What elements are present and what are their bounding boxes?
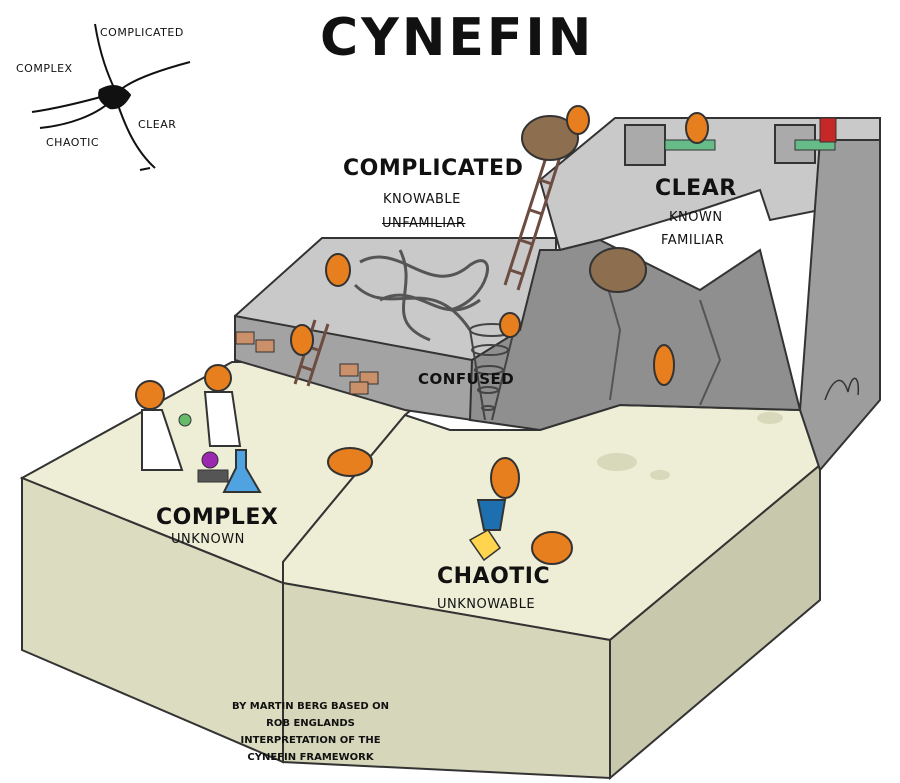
creatures bbox=[135, 105, 709, 565]
sack-top bbox=[521, 115, 579, 161]
chaotic-domain-label: CHAOTIC bbox=[437, 564, 551, 589]
credit-block: BY MARTIN BERG BASED ON ROB ENGLANDS INT… bbox=[232, 698, 389, 766]
page-title: CYNEFIN bbox=[320, 8, 595, 68]
clear-right-wall bbox=[798, 139, 881, 472]
flask-icon bbox=[222, 449, 262, 493]
complicated-domain-label: COMPLICATED bbox=[343, 156, 524, 181]
complex-domain-label: COMPLEX bbox=[156, 505, 279, 530]
credit-line-1: BY MARTIN BERG BASED ON bbox=[232, 701, 390, 712]
credit-line-2: ROB ENGLANDS bbox=[266, 718, 355, 729]
chaotic-crash bbox=[468, 499, 507, 562]
creature-scientist-2-head bbox=[204, 364, 232, 392]
complex-lab bbox=[141, 391, 262, 493]
purple-flask bbox=[201, 451, 219, 469]
artist-signature bbox=[824, 377, 860, 401]
clear-known-label: KNOWN bbox=[669, 210, 723, 225]
clear-plateau bbox=[468, 117, 881, 472]
lab-coat-2 bbox=[203, 391, 242, 447]
sacks bbox=[521, 115, 647, 293]
conveyor-2 bbox=[794, 139, 836, 151]
mini-label-complicated: COMPLICATED bbox=[100, 26, 184, 39]
creature-chaotic-1 bbox=[490, 457, 520, 499]
burner-stand bbox=[197, 469, 229, 483]
credit-line-4: CYNEFIN FRAMEWORK bbox=[247, 752, 374, 763]
machine-1 bbox=[624, 124, 666, 166]
complicated-unfamiliar-label: UNFAMILIAR bbox=[382, 216, 466, 231]
confused-tornado bbox=[469, 323, 515, 421]
conveyor-1 bbox=[664, 139, 716, 151]
mini-label-chaotic: CHAOTIC bbox=[46, 136, 100, 149]
mini-label-clear: CLEAR bbox=[138, 118, 177, 131]
credit-line-3: INTERPRETATION OF THE bbox=[240, 735, 381, 746]
robot-icon bbox=[819, 117, 837, 143]
complex-unknown-label: UNKNOWN bbox=[171, 532, 245, 547]
creature-scientist-1-head bbox=[135, 380, 165, 410]
creature-falling bbox=[653, 344, 675, 386]
floor-right-face bbox=[609, 462, 821, 781]
lab-coat-1 bbox=[141, 409, 184, 471]
sack-falling bbox=[589, 247, 647, 293]
creature-ladder bbox=[290, 324, 314, 356]
mini-label-complex: COMPLEX bbox=[16, 62, 73, 75]
mini-framework-diagram bbox=[31, 23, 191, 171]
confused-domain-label: CONFUSED bbox=[418, 370, 515, 388]
creature-complicated bbox=[325, 253, 351, 287]
complicated-knowable-label: KNOWABLE bbox=[383, 192, 461, 207]
creature-carrier bbox=[566, 105, 590, 135]
creature-tornado bbox=[499, 312, 521, 338]
clear-domain-label: CLEAR bbox=[655, 176, 737, 201]
creature-clear-worker bbox=[685, 112, 709, 144]
chaotic-unknowable-label: UNKNOWABLE bbox=[437, 597, 536, 612]
creature-running bbox=[327, 447, 373, 477]
clear-familiar-label: FAMILIAR bbox=[661, 233, 725, 248]
tangled-lines bbox=[353, 249, 489, 342]
creature-chaotic-2 bbox=[531, 531, 573, 565]
